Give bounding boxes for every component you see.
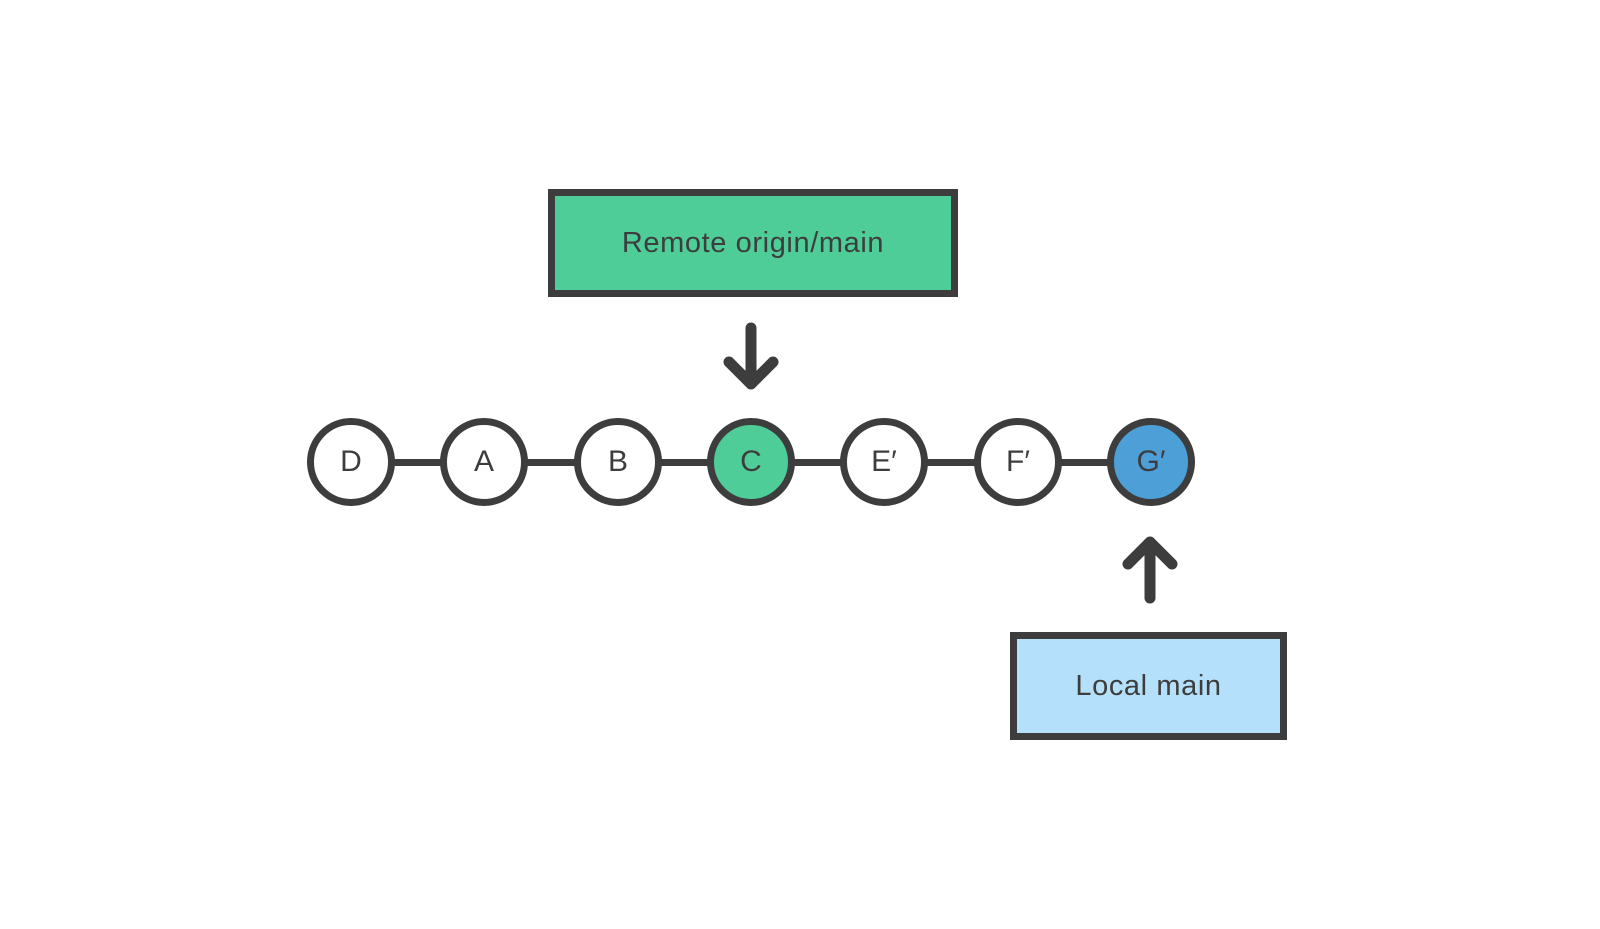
commit-label: E′ <box>871 445 897 478</box>
commit-label: C <box>740 445 762 478</box>
arrow-up-icon <box>1122 536 1178 604</box>
local-branch-label: Local main <box>1075 669 1222 702</box>
commit-node-f-prime: F′ <box>974 418 1062 506</box>
remote-branch-label: Remote origin/main <box>621 226 885 259</box>
commit-node-c: C <box>707 418 795 506</box>
commit-node-g-prime: G′ <box>1107 418 1195 506</box>
commit-node-e-prime: E′ <box>840 418 928 506</box>
commit-node-a: A <box>440 418 528 506</box>
local-branch-box: Local main <box>1010 632 1287 740</box>
commit-node-b: B <box>574 418 662 506</box>
commit-label: B <box>607 445 628 478</box>
commit-label: F′ <box>1006 445 1030 478</box>
commit-label: G′ <box>1136 445 1166 478</box>
commit-label: A <box>473 445 494 478</box>
remote-branch-box: Remote origin/main <box>548 189 958 297</box>
commit-label: D <box>340 445 362 478</box>
arrow-down-icon <box>723 322 779 390</box>
commit-node-d: D <box>307 418 395 506</box>
